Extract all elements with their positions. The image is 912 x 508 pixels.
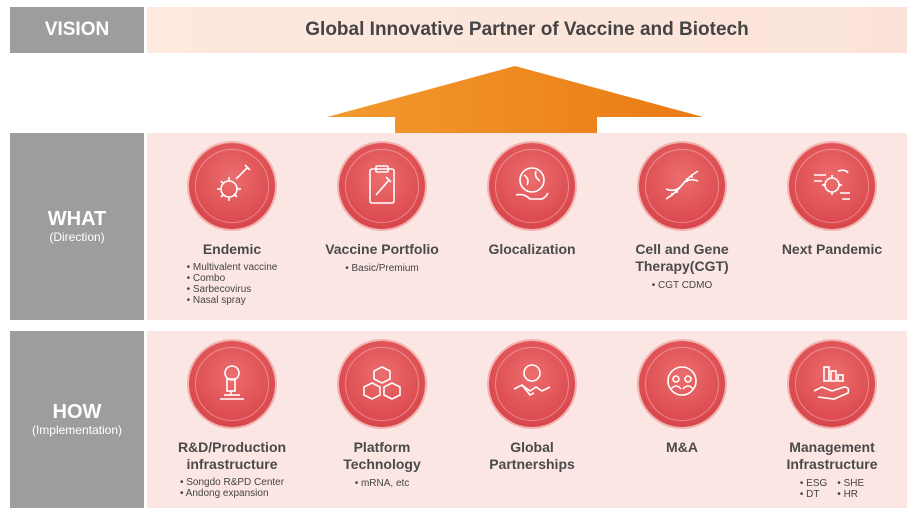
item-title: Management Infrastructure [757, 439, 907, 473]
item-title-line: Management [789, 439, 875, 455]
how-item-management: Management Infrastructure ESG SHE DT HR [757, 341, 907, 500]
bullet-item: ESG [800, 478, 827, 489]
what-label: WHAT (Direction) [10, 133, 144, 320]
hand-factory-icon [789, 341, 875, 427]
cube-network-icon [339, 341, 425, 427]
bullet-item: CGT CDMO [652, 280, 712, 291]
item-title-line: Platform [353, 439, 411, 455]
bullet-item: Combo [187, 273, 278, 284]
how-panel: R&D/Production infrastructure Songdo R&P… [147, 331, 907, 508]
bullet-list: Multivalent vaccine Combo Sarbecovirus N… [187, 262, 278, 306]
item-title-line: Cell and Gene [635, 241, 729, 257]
item-title-line: M&A [666, 439, 698, 455]
how-title: HOW [52, 401, 102, 423]
bullet-item: mRNA, etc [355, 478, 409, 489]
bullet-list: Basic/Premium [345, 263, 419, 274]
bullet-item: SHE [837, 478, 865, 489]
item-title-line: Technology [343, 456, 421, 472]
item-title: Global Partnerships [457, 439, 607, 473]
item-title: Glocalization [488, 241, 576, 257]
people-globe-icon [639, 341, 725, 427]
what-item-glocalization: Glocalization [457, 143, 607, 258]
item-title: R&D/Production infrastructure [157, 439, 307, 473]
item-title-line: infrastructure [186, 456, 278, 472]
what-item-endemic: Endemic Multivalent vaccine Combo Sarbec… [157, 143, 307, 308]
bullet-item: HR [837, 489, 864, 500]
item-title: Next Pandemic [781, 241, 883, 257]
bullet-item: Sarbecovirus [187, 284, 278, 295]
item-title-line: Therapy(CGT) [635, 258, 729, 274]
bullet-list: Songdo R&PD Center Andong expansion [180, 477, 284, 499]
bullet-item: Songdo R&PD Center [180, 477, 284, 488]
dna-icon [639, 143, 725, 229]
what-subtitle: (Direction) [49, 230, 105, 244]
clipboard-syringe-icon [339, 143, 425, 229]
how-item-partnerships: Global Partnerships [457, 341, 607, 473]
vision-statement: Global Innovative Partner of Vaccine and… [147, 7, 907, 53]
bullet-list: CGT CDMO [652, 280, 712, 291]
item-title: Vaccine Portfolio [325, 241, 439, 257]
what-item-vaccine-portfolio: Vaccine Portfolio Basic/Premium [307, 143, 457, 276]
item-title-line: R&D/Production [177, 439, 287, 455]
virus-syringe-icon [189, 143, 275, 229]
microscope-icon [189, 341, 275, 427]
what-panel: Endemic Multivalent vaccine Combo Sarbec… [147, 133, 907, 320]
vision-label: VISION [10, 7, 144, 53]
how-item-platform: Platform Technology mRNA, etc [307, 341, 457, 491]
what-item-next-pandemic: Next Pandemic [757, 143, 907, 258]
item-title: Platform Technology [307, 439, 457, 473]
how-subtitle: (Implementation) [31, 423, 123, 437]
handshake-icon [489, 341, 575, 427]
bullet-list: mRNA, etc [355, 478, 409, 489]
bullet-item: Multivalent vaccine [187, 262, 277, 273]
globe-hand-icon [489, 143, 575, 229]
item-title-line: Partnerships [489, 456, 575, 472]
bullet-item: Andong expansion [180, 488, 284, 499]
item-title-line: Global [510, 439, 554, 455]
how-label: HOW (Implementation) [10, 331, 144, 508]
how-item-rd-production: R&D/Production infrastructure Songdo R&P… [157, 341, 307, 501]
virus-wind-icon [789, 143, 875, 229]
what-title: WHAT [47, 208, 107, 230]
item-title: Endemic [202, 241, 262, 257]
how-item-ma: M&A [607, 341, 757, 456]
bullet-item: Basic/Premium [345, 263, 419, 274]
what-item-cgt: Cell and Gene Therapy(CGT) CGT CDMO [607, 143, 757, 293]
up-arrow-icon [327, 66, 703, 134]
item-title-line: Infrastructure [786, 456, 878, 472]
item-title: M&A [607, 439, 757, 456]
item-title: Cell and Gene Therapy(CGT) [607, 241, 757, 275]
bullet-grid: ESG SHE DT HR [800, 478, 864, 500]
bullet-item: Nasal spray [187, 295, 278, 306]
bullet-item: DT [800, 489, 827, 500]
